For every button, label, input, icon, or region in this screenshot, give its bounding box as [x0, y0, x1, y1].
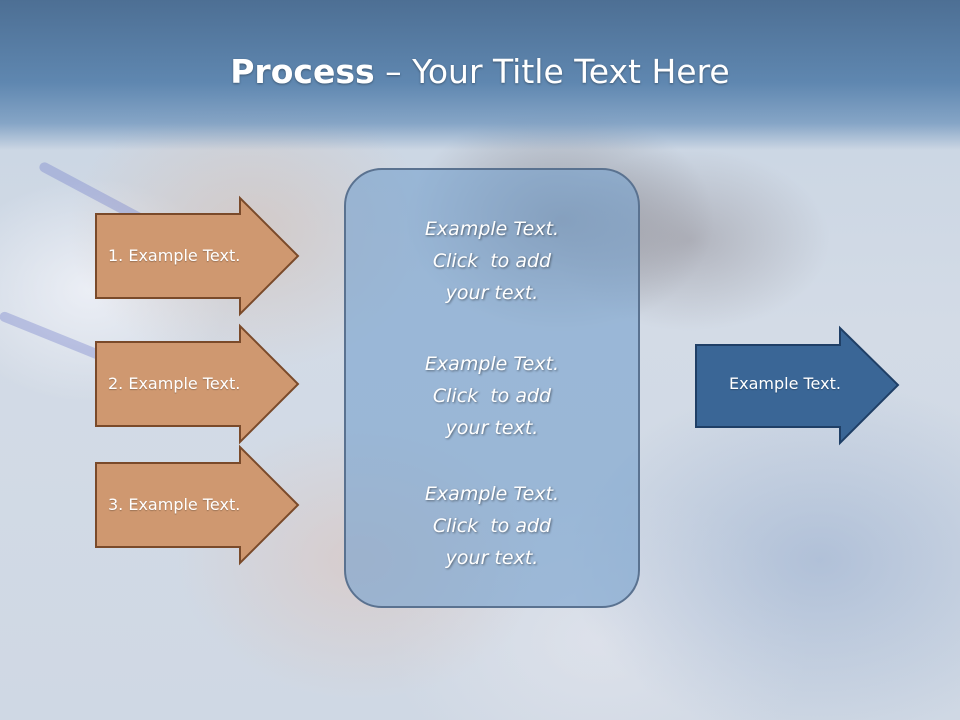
block-line: Example Text.: [424, 483, 560, 505]
block-line: your text.: [445, 417, 539, 439]
block-line: Click to add: [432, 385, 552, 407]
title-bar: [0, 0, 960, 150]
block-line: Example Text.: [424, 218, 560, 240]
block-line: Click to add: [432, 515, 552, 537]
left-arrow-2-label: 2. Example Text.: [108, 374, 241, 393]
left-arrow-3-shape[interactable]: [95, 444, 300, 566]
center-text-box[interactable]: [344, 168, 640, 608]
center-text-block-3[interactable]: Example Text. Click to add your text.: [344, 478, 640, 574]
left-arrow-2-shape[interactable]: [95, 323, 300, 445]
right-arrow-shape[interactable]: [695, 325, 900, 446]
center-text-block-2[interactable]: Example Text. Click to add your text.: [344, 348, 640, 444]
block-line: your text.: [445, 547, 539, 569]
block-line: Click to add: [432, 250, 552, 272]
slide-title-bold: Process: [230, 52, 375, 91]
slide-title-rest: – Your Title Text Here: [374, 52, 730, 91]
left-arrow-1-label: 1. Example Text.: [108, 246, 241, 265]
right-arrow-label: Example Text.: [729, 374, 841, 393]
block-line: your text.: [445, 282, 539, 304]
left-arrow-1-shape[interactable]: [95, 195, 300, 317]
block-line: Example Text.: [424, 353, 560, 375]
left-arrow-3-label: 3. Example Text.: [108, 495, 241, 514]
center-text-block-1[interactable]: Example Text. Click to add your text.: [344, 213, 640, 309]
slide-title: Process – Your Title Text Here: [0, 52, 960, 91]
